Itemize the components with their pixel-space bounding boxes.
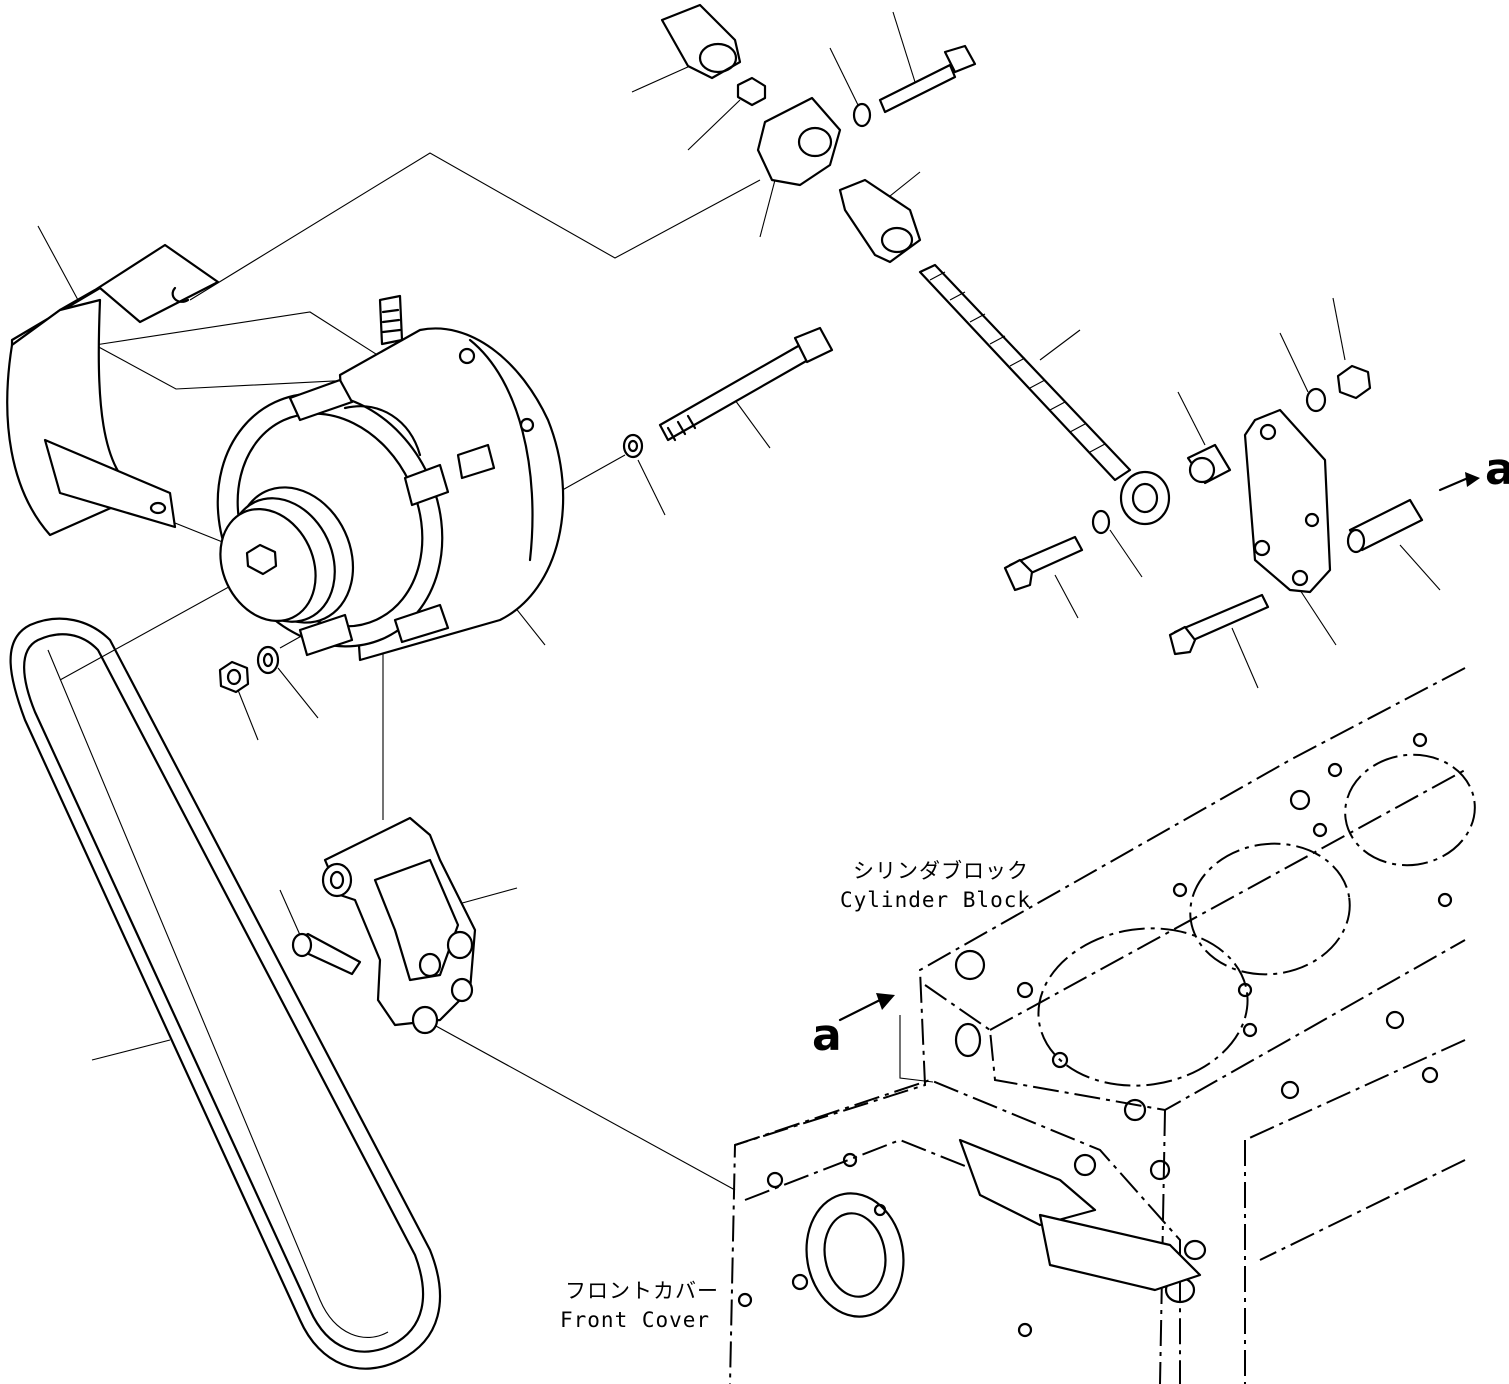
cylinder-block xyxy=(729,667,1476,1384)
adjust-rod xyxy=(918,263,1171,526)
adjuster-parts xyxy=(660,3,977,264)
cylinder-block-label-en: Cylinder Block xyxy=(840,888,1031,912)
mounting-bracket xyxy=(291,816,477,1035)
pulley xyxy=(219,486,355,624)
belt-cover xyxy=(6,243,220,537)
view-ref-right: a xyxy=(1485,444,1509,495)
nut-washer-set xyxy=(218,645,280,694)
cylinder-block-label-jp: シリンダブロック xyxy=(853,859,1029,883)
view-ref-left: a xyxy=(812,1010,842,1061)
long-bolt xyxy=(622,326,834,459)
front-cover xyxy=(734,1078,1202,1384)
stay-parts xyxy=(1003,364,1480,656)
alternator xyxy=(216,294,565,662)
v-belt xyxy=(9,617,442,1370)
view-arrow-a xyxy=(838,993,895,1022)
front-cover-label-jp: フロントカバー xyxy=(565,1279,719,1303)
front-cover-label-en: Front Cover xyxy=(560,1308,710,1332)
